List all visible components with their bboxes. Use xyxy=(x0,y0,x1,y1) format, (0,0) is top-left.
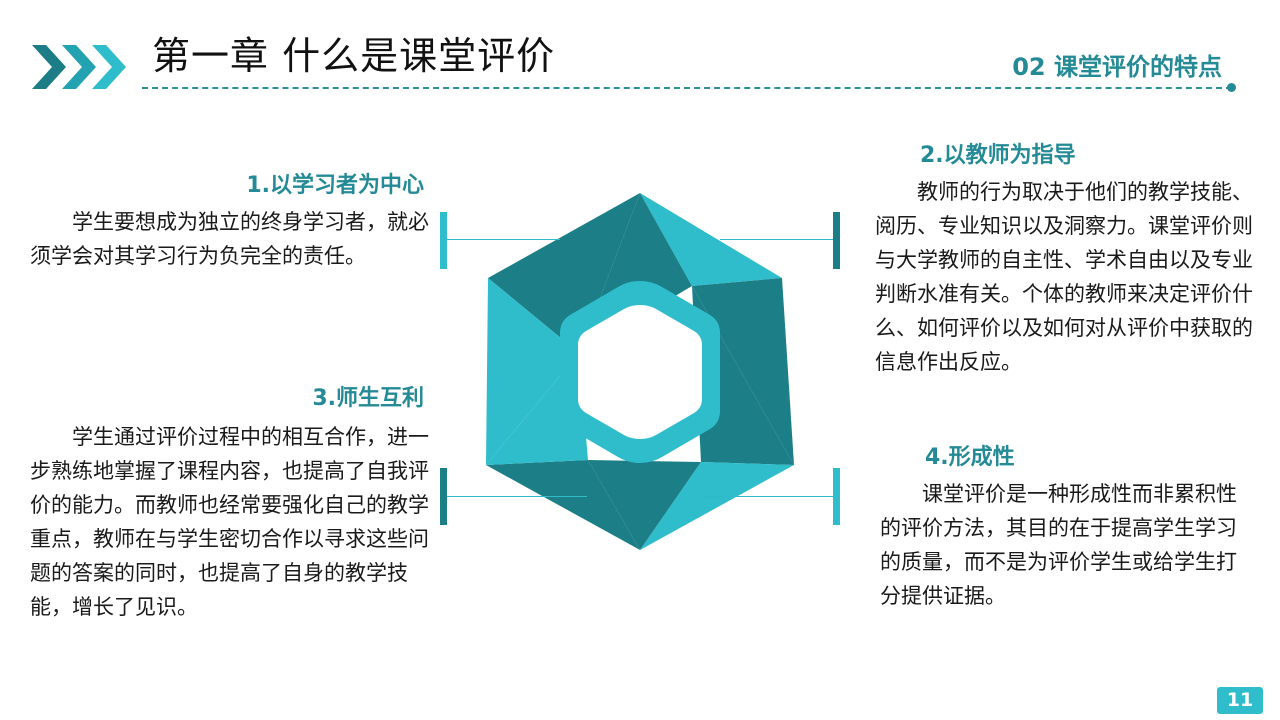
header-divider xyxy=(142,87,1232,89)
connector-bar-top-left xyxy=(440,212,447,269)
point-2-heading: 2.以教师为指导 xyxy=(920,143,1076,168)
point-3-text: 学生通过评价过程中的相互合作，进一步熟练地掌握了课程内容，也提高了自我评价的能力… xyxy=(30,425,429,619)
connector-bar-bottom-right xyxy=(833,468,840,525)
divider-end-dot xyxy=(1227,83,1236,92)
point-1-text: 学生要想成为独立的终身学习者，就必须学会对其学习行为负完全的责任。 xyxy=(30,210,429,268)
connector-line-top-right xyxy=(720,239,833,240)
point-4-heading: 4.形成性 xyxy=(925,445,1015,470)
point-2-text: 教师的行为取决于他们的教学技能、阅历、专业知识以及洞察力。课堂评价则与大学教师的… xyxy=(875,180,1253,374)
connector-line-bottom-right xyxy=(700,496,833,497)
point-1-heading: 1.以学习者为中心 xyxy=(246,173,424,198)
page-number: 11 xyxy=(1217,687,1263,714)
connector-bar-top-right xyxy=(833,212,840,269)
connector-bar-bottom-left xyxy=(440,468,447,525)
connector-line-top-left xyxy=(447,239,560,240)
chevrons-icon xyxy=(32,45,128,89)
section-title: 02 课堂评价的特点 xyxy=(1012,53,1222,81)
page-title: 第一章 什么是课堂评价 xyxy=(152,34,556,78)
point-4-text: 课堂评价是一种形成性而非累积性的评价方法，其目的在于提高学生学习的质量，而不是为… xyxy=(880,482,1237,608)
hexagon-shutter-graphic xyxy=(486,193,794,550)
connector-line-bottom-left xyxy=(447,496,587,497)
point-3-heading: 3.师生互利 xyxy=(312,386,424,411)
